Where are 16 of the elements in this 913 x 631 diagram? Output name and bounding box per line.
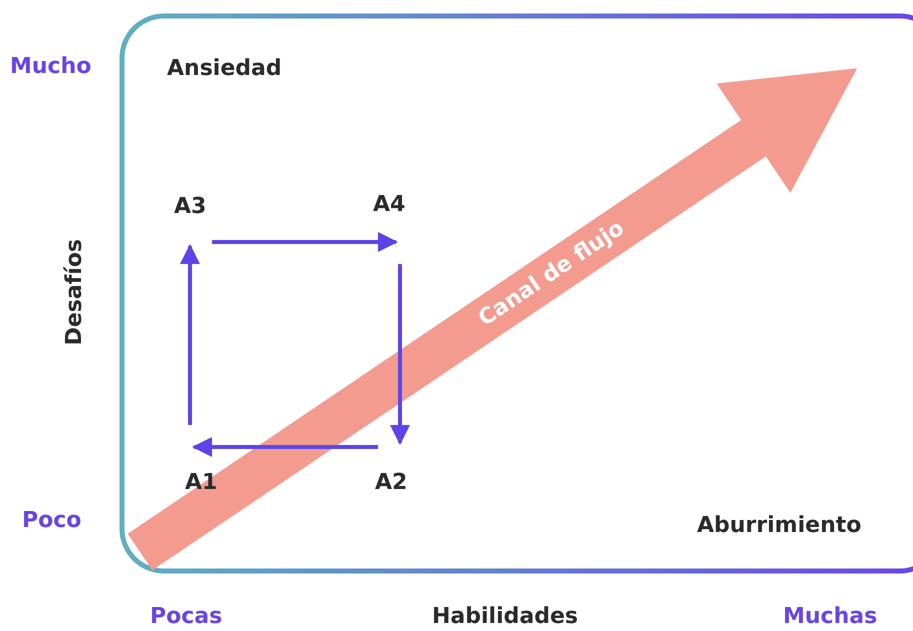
state-label: A2 (375, 470, 408, 496)
arrow (180, 244, 200, 425)
axis-value-label: Pocas (150, 604, 222, 630)
zone-label: Aburrimiento (697, 513, 862, 540)
arrow (212, 232, 398, 252)
state-label: A3 (174, 194, 206, 220)
axis-title: Desafíos (62, 238, 88, 346)
arrow (192, 437, 378, 457)
axis-value-label: Poco (22, 508, 82, 534)
axis-value-label: Muchas (783, 604, 878, 630)
zone-label: Ansiedad (167, 56, 282, 82)
axis-title: Habilidades (432, 604, 578, 630)
axis-value-label: Mucho (10, 54, 92, 80)
state-label: A1 (185, 470, 218, 496)
state-label: A4 (373, 192, 406, 218)
arrow (390, 264, 410, 445)
